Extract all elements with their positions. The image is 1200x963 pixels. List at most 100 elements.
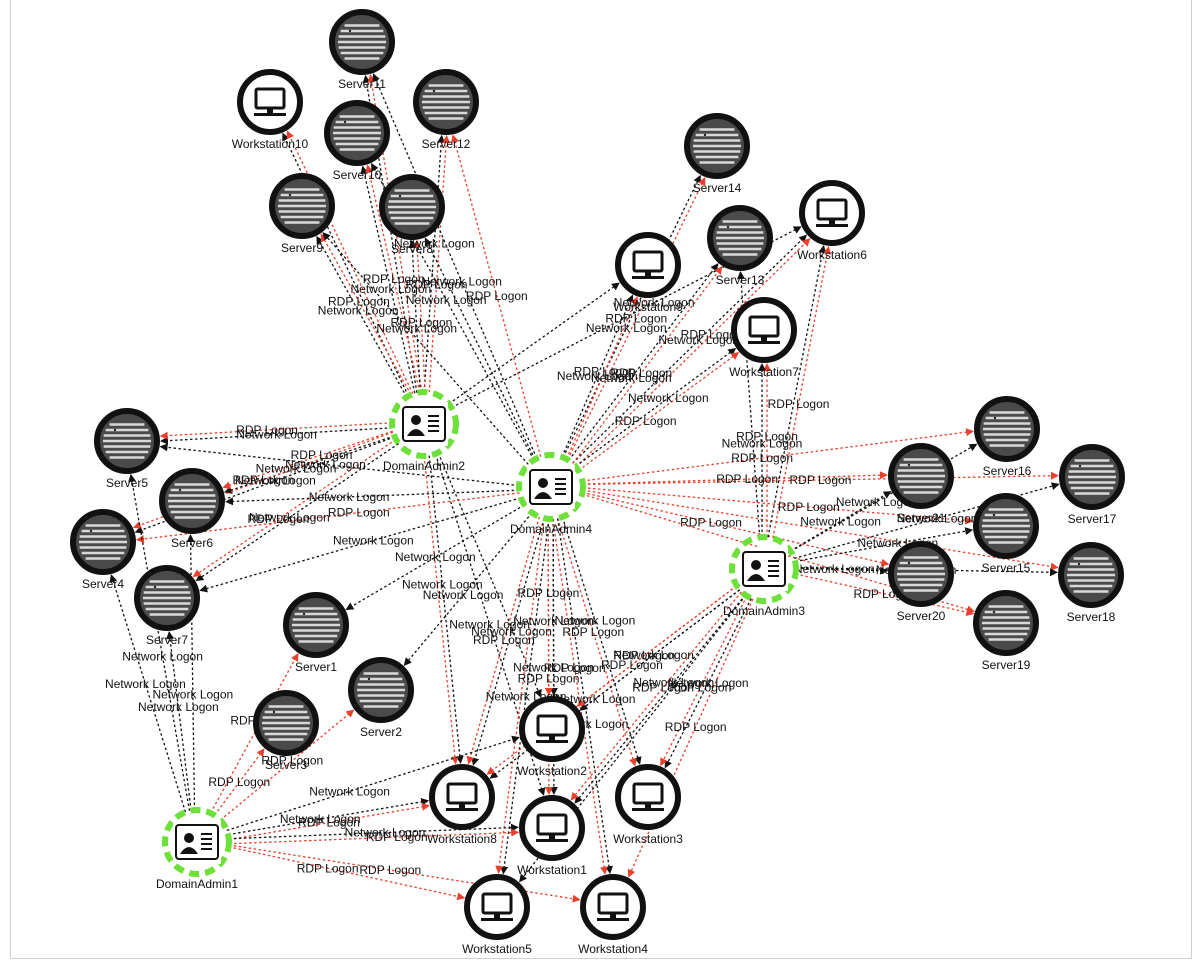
edge-label: Network Logon — [613, 648, 694, 662]
edge-label: Network Logon — [628, 391, 709, 405]
edge-rdp-domainadmin4-server16 — [582, 428, 975, 482]
node-label: Workstation5 — [462, 942, 532, 956]
edge-network-domainadmin4-server1 — [345, 504, 525, 611]
edge-label: Network Logon — [513, 660, 594, 674]
server-icon — [262, 705, 310, 741]
node-server10[interactable]: Server10 — [324, 100, 390, 182]
edge-network-domainadmin4-workstation6 — [572, 234, 807, 464]
node-server5[interactable]: Server5 — [94, 408, 160, 490]
node-workstation2[interactable]: Workstation2 — [517, 696, 587, 778]
node-server9[interactable]: Server9 — [269, 173, 335, 255]
edge-rdp-domainadmin4-workstation9 — [565, 296, 638, 460]
edge-label: RDP Logon — [359, 863, 421, 877]
edge-label: Network Logon — [557, 369, 638, 383]
node-workstation3[interactable]: Workstation3 — [613, 764, 683, 846]
edge-network-domainadmin3-server17 — [794, 482, 1060, 560]
server-icon — [1067, 557, 1115, 593]
edge-label: Network Logon — [345, 826, 426, 840]
node-label: Server3 — [265, 758, 307, 772]
node-server17[interactable]: Server17 — [1059, 444, 1125, 526]
edge-rdp-domainadmin3-workstation4 — [627, 598, 754, 878]
edge-rdp-domainadmin1-workstation5 — [228, 846, 466, 901]
node-workstation9[interactable]: Workstation9 — [613, 232, 683, 314]
monitor-icon — [481, 892, 513, 921]
node-domainadmin4[interactable]: DomainAdmin4 — [510, 452, 592, 536]
server-icon — [983, 411, 1031, 447]
node-server12[interactable]: Server12 — [413, 69, 479, 151]
edge-rdp-domainadmin4-server12 — [450, 134, 542, 457]
node-domainadmin1[interactable]: DomainAdmin1 — [156, 807, 238, 891]
node-workstation4[interactable]: Workstation4 — [578, 874, 648, 956]
edge-label: Network Logon — [421, 275, 502, 289]
edge-rdp-domainadmin1-workstation1 — [229, 828, 520, 845]
edge-label: RDP Logon — [298, 816, 360, 830]
node-workstation1[interactable]: Workstation1 — [517, 795, 587, 877]
node-workstation5[interactable]: Workstation5 — [462, 874, 532, 956]
node-server21[interactable]: Server21 — [888, 443, 954, 525]
edge-label: Network Logon — [794, 562, 875, 576]
node-server16[interactable]: Server16 — [974, 396, 1040, 478]
server-icon — [1068, 459, 1116, 495]
server-icon — [716, 220, 764, 256]
node-workstation10[interactable]: Workstation10 — [232, 69, 309, 151]
node-server11[interactable]: Server11 — [329, 9, 395, 91]
server-icon — [422, 84, 470, 120]
node-label: Workstation6 — [797, 248, 867, 262]
edge-rdp-domainadmin2-server10 — [365, 164, 421, 393]
edge-label: RDP Logon — [328, 506, 390, 520]
node-label: Server1 — [295, 660, 337, 674]
node-server20[interactable]: Server20 — [888, 541, 954, 623]
node-label: Workstation2 — [517, 764, 587, 778]
edge-label: RDP Logon — [665, 720, 727, 734]
server-icon — [388, 189, 436, 225]
node-domainadmin3[interactable]: DomainAdmin3 — [723, 534, 805, 618]
node-server4[interactable]: Server4 — [70, 509, 136, 591]
node-label: Server7 — [146, 633, 188, 647]
node-server6[interactable]: Server6 — [159, 468, 225, 550]
node-server14[interactable]: Server14 — [684, 113, 750, 195]
edge-label: Network Logon — [105, 677, 186, 691]
node-label: DomainAdmin4 — [510, 522, 592, 536]
node-label: Server6 — [171, 536, 213, 550]
edge-label: Network Logon — [285, 458, 366, 472]
edge-network-domainadmin1-server4 — [109, 574, 187, 813]
node-server15[interactable]: Server15 — [973, 493, 1039, 575]
node-label: Server10 — [333, 168, 382, 182]
node-server19[interactable]: Server19 — [973, 590, 1039, 672]
edge-rdp-domainadmin3-workstation6 — [772, 245, 832, 539]
edge-label: RDP Logon — [768, 397, 830, 411]
node-server7[interactable]: Server7 — [134, 565, 200, 647]
monitor-icon — [536, 714, 568, 743]
edge-label: RDP Logon — [248, 512, 310, 526]
edge-network-domainadmin2-server8 — [408, 240, 421, 393]
edge-label: RDP Logon — [562, 625, 624, 639]
server-icon — [693, 128, 741, 164]
edge-rdp-domainadmin2-server9 — [320, 233, 412, 395]
node-label: Server15 — [982, 561, 1031, 575]
node-workstation8[interactable]: Workstation8 — [427, 764, 497, 846]
node-server1[interactable]: Server1 — [283, 592, 349, 674]
edge-rdp-domainadmin4-server20 — [582, 491, 890, 567]
edge-label: Network Logon — [668, 676, 749, 690]
monitor-icon — [254, 87, 286, 116]
user-id-card-icon — [742, 551, 786, 587]
monitor-icon — [632, 250, 664, 279]
edge-network-domainadmin1-workstation1 — [228, 823, 519, 840]
node-server2[interactable]: Server2 — [348, 657, 414, 739]
server-icon — [333, 115, 381, 151]
node-server13[interactable]: Server13 — [707, 205, 773, 287]
node-workstation6[interactable]: Workstation6 — [797, 180, 867, 262]
edge-label: RDP Logon — [731, 451, 793, 465]
edge-rdp-domainadmin4-server15 — [582, 487, 974, 525]
node-domainadmin2[interactable]: DomainAdmin2 — [383, 389, 465, 473]
node-server8[interactable]: Server8 — [379, 174, 445, 256]
node-server18[interactable]: Server18 — [1058, 542, 1124, 624]
node-workstation7[interactable]: Workstation7 — [729, 297, 799, 379]
edge-label: Network Logon — [351, 282, 432, 296]
edge-label: Network Logon — [333, 533, 414, 547]
edge-rdp-domainadmin4-server14 — [567, 176, 706, 460]
node-server3[interactable]: Server3 — [253, 690, 319, 772]
edge-label: RDP Logon — [466, 289, 528, 303]
server-icon — [143, 580, 191, 616]
